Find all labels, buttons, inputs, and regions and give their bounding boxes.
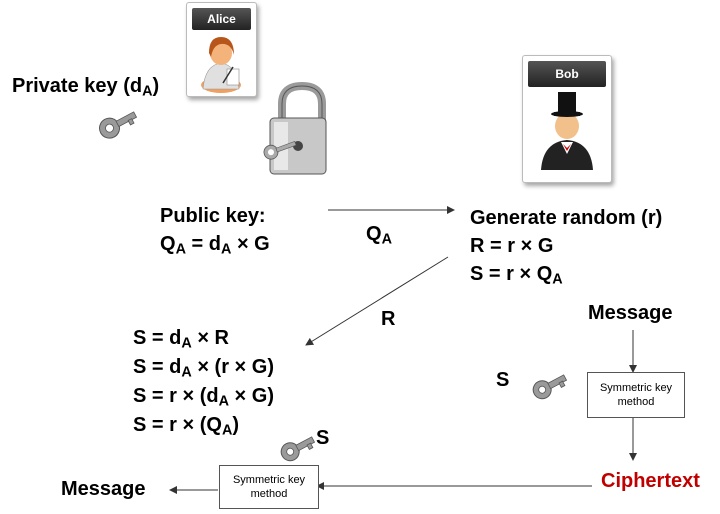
- alice-computation: S = dA × R S = dA × (r × G) S = r × (dA …: [133, 324, 274, 440]
- bob-card-label: Bob: [528, 61, 606, 87]
- public-key-title: Public key:: [160, 205, 266, 227]
- s-label-left: S: [316, 427, 330, 449]
- public-key-equation: QA = dA × G: [160, 233, 270, 258]
- alice-line-2: S = r × (dA × G): [133, 385, 275, 410]
- arrow-label-qa: QA: [366, 223, 392, 248]
- user-writing-icon: [201, 37, 241, 93]
- bob-card: Bob: [522, 55, 612, 183]
- bob-computation: Generate random (r) R = r × G S = r × QA: [470, 204, 662, 288]
- bob-line-0: R = r × G: [470, 235, 554, 257]
- public-key-block: Public key: QA = dA × G: [160, 202, 270, 258]
- message-input-label: Message: [588, 302, 673, 324]
- arrow-bob-to-alice: [305, 256, 449, 346]
- arrow-label-r: R: [381, 308, 396, 330]
- ciphertext-label: Ciphertext: [601, 470, 700, 492]
- symmetric-key-box-right: Symmetric key method: [587, 372, 685, 418]
- alice-line-3: S = r × (QA): [133, 414, 240, 439]
- alice-line-1: S = dA × (r × G): [133, 356, 275, 381]
- generate-random-title: Generate random (r): [470, 207, 663, 229]
- s-label-right: S: [496, 369, 510, 391]
- alice-line-0: S = dA × R: [133, 327, 230, 352]
- bob-line-1: S = r × QA: [470, 263, 563, 288]
- user-top-hat-icon: [541, 92, 593, 170]
- private-key-label: Private key (dA): [12, 75, 160, 100]
- alice-card-label: Alice: [192, 8, 251, 30]
- alice-card: Alice: [186, 2, 257, 97]
- message-output-label: Message: [61, 478, 146, 500]
- symmetric-key-box-left: Symmetric key method: [219, 465, 319, 509]
